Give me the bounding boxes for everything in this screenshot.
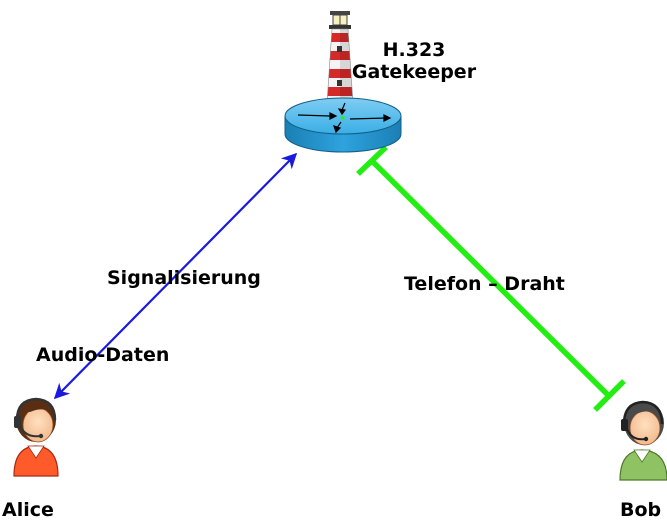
audio-data-label: Audio-Daten — [36, 344, 169, 366]
svg-text:✶: ✶ — [339, 114, 347, 124]
lighthouse-icon — [326, 11, 354, 104]
person-headset-icon — [13, 397, 59, 477]
phone-wire-link — [356, 145, 626, 412]
gatekeeper-title-line1: H.323 — [383, 39, 446, 61]
alice-avatar — [13, 397, 59, 477]
signaling-label: Signalisierung — [107, 267, 261, 289]
bob-name: Bob — [620, 499, 661, 521]
person-headset-icon — [619, 400, 667, 481]
alice-name: Alice — [2, 499, 54, 521]
bob-avatar — [619, 400, 667, 481]
signaling-link — [53, 152, 298, 400]
phone-wire-label: Telefon – Draht — [404, 273, 565, 295]
gatekeeper-title-line2: Gatekeeper — [352, 61, 477, 83]
router-icon: ✶ — [284, 97, 402, 153]
